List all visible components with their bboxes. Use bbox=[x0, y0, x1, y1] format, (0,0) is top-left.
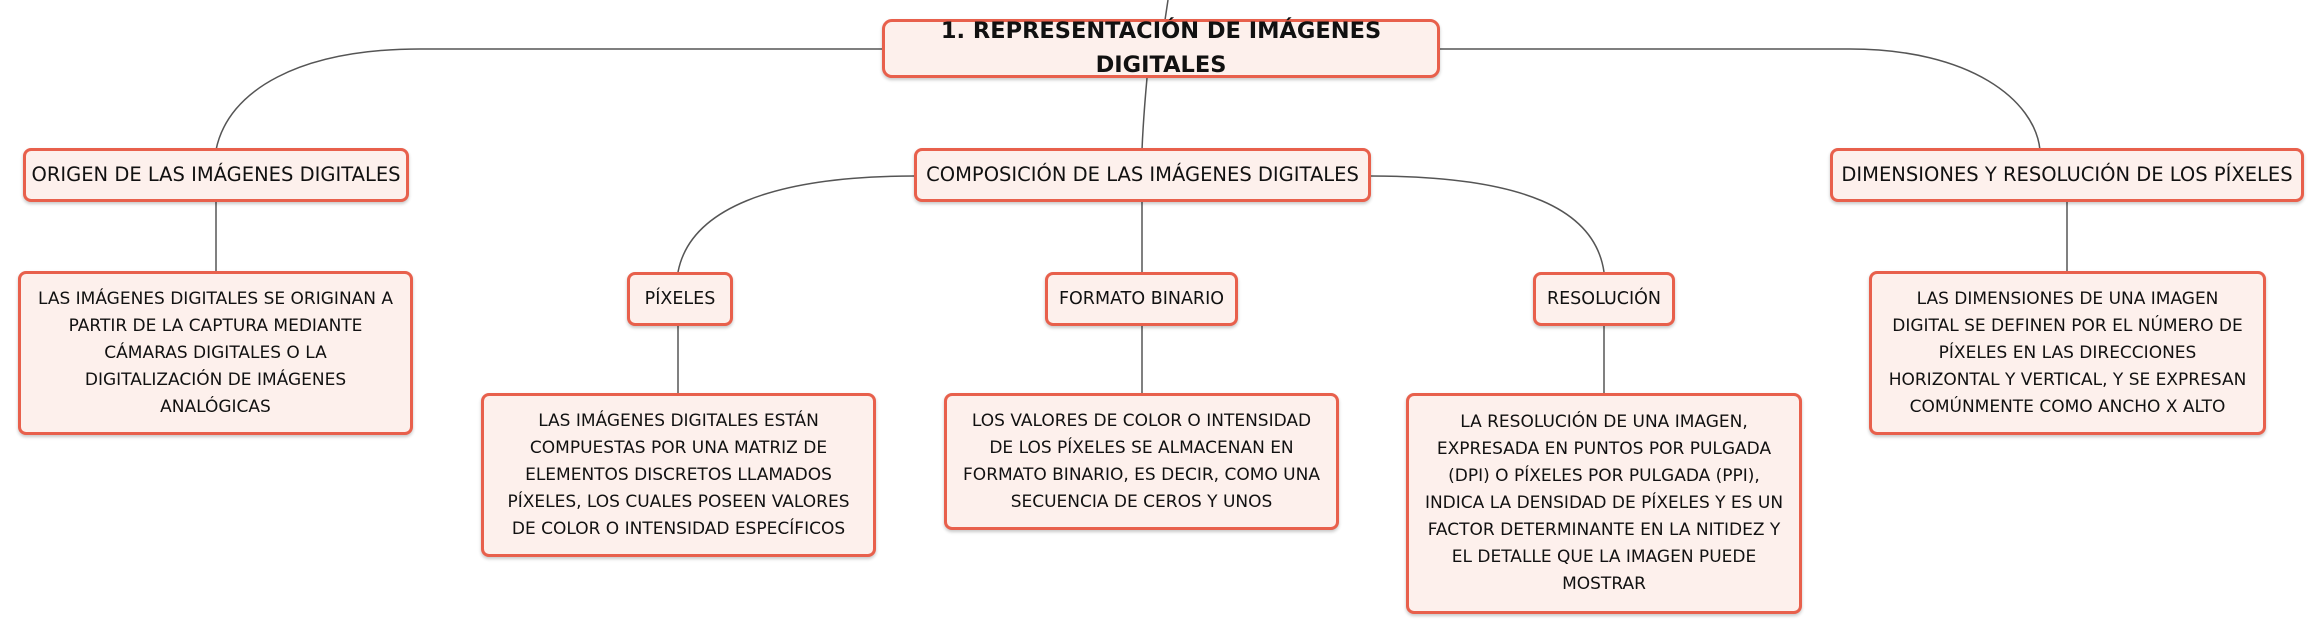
detail-dimensiones-text: LAS DIMENSIONES DE UNA IMAGEN DIGITAL SE… bbox=[1888, 288, 2247, 417]
topic-composicion-label: COMPOSICIÓN DE LAS IMÁGENES DIGITALES bbox=[926, 163, 1359, 187]
connector-root-origen bbox=[215, 48, 882, 151]
topic-dimensiones-label: DIMENSIONES Y RESOLUCIÓN DE LOS PÍXELES bbox=[1841, 163, 2293, 187]
connector-root-dimensiones bbox=[1440, 48, 2041, 151]
connector-composicion-pixeles bbox=[677, 175, 916, 273]
topic-dimensiones[interactable]: DIMENSIONES Y RESOLUCIÓN DE LOS PÍXELES bbox=[1830, 148, 2304, 202]
topic-resolucion[interactable]: RESOLUCIÓN bbox=[1533, 272, 1675, 326]
detail-binario[interactable]: LOS VALORES DE COLOR O INTENSIDAD DE LOS… bbox=[944, 393, 1339, 530]
topic-origen-label: ORIGEN DE LAS IMÁGENES DIGITALES bbox=[31, 163, 401, 187]
connector-root-top bbox=[1164, 0, 1169, 21]
detail-dimensiones[interactable]: LAS DIMENSIONES DE UNA IMAGEN DIGITAL SE… bbox=[1869, 271, 2266, 435]
topic-binario[interactable]: FORMATO BINARIO bbox=[1045, 272, 1238, 326]
detail-origen-text: LAS IMÁGENES DIGITALES SE ORIGINAN A PAR… bbox=[37, 288, 394, 417]
detail-resolucion-text: LA RESOLUCIÓN DE UNA IMAGEN, EXPRESADA E… bbox=[1424, 412, 1784, 594]
connector-composicion-resolucion bbox=[1369, 175, 1605, 273]
root-topic[interactable]: 1. REPRESENTACIÓN DE IMÁGENES DIGITALES bbox=[882, 18, 1440, 78]
detail-pixeles[interactable]: LAS IMÁGENES DIGITALES ESTÁN COMPUESTAS … bbox=[481, 393, 876, 557]
topic-origen[interactable]: ORIGEN DE LAS IMÁGENES DIGITALES bbox=[23, 148, 409, 202]
detail-origen[interactable]: LAS IMÁGENES DIGITALES SE ORIGINAN A PAR… bbox=[18, 271, 413, 435]
detail-binario-text: LOS VALORES DE COLOR O INTENSIDAD DE LOS… bbox=[963, 410, 1320, 512]
detail-pixeles-text: LAS IMÁGENES DIGITALES ESTÁN COMPUESTAS … bbox=[507, 410, 850, 539]
root-topic-label: 1. REPRESENTACIÓN DE IMÁGENES DIGITALES bbox=[940, 17, 1382, 78]
detail-resolucion[interactable]: LA RESOLUCIÓN DE UNA IMAGEN, EXPRESADA E… bbox=[1406, 393, 1802, 614]
topic-binario-label: FORMATO BINARIO bbox=[1058, 288, 1225, 309]
topic-pixeles[interactable]: PÍXELES bbox=[627, 272, 733, 326]
topic-resolucion-label: RESOLUCIÓN bbox=[1546, 288, 1662, 309]
topic-pixeles-label: PÍXELES bbox=[644, 288, 716, 309]
connector-root-composicion bbox=[1141, 77, 1148, 151]
topic-composicion[interactable]: COMPOSICIÓN DE LAS IMÁGENES DIGITALES bbox=[914, 148, 1371, 202]
